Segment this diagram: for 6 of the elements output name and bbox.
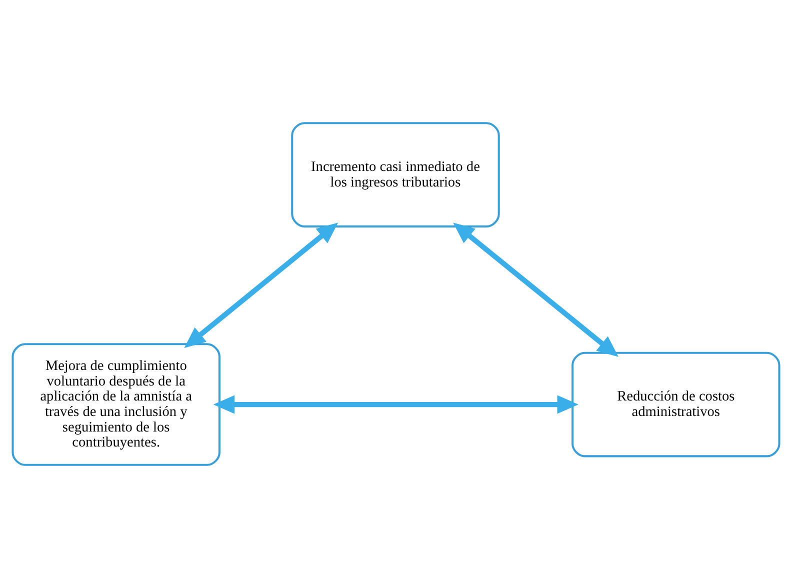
- node-box: Reducción de costos administrativos: [572, 352, 780, 458]
- arrow: [453, 222, 618, 357]
- node-box: Incremento casi inmediato de los ingresos tributarios: [291, 122, 500, 228]
- arrow: [213, 395, 578, 414]
- arrow: [184, 222, 338, 348]
- node-box: Mejora de cumplimiento voluntario después de la aplicación de la amnistía a través de una inclusión y seguimiento de los contribuyentes.: [12, 343, 220, 466]
